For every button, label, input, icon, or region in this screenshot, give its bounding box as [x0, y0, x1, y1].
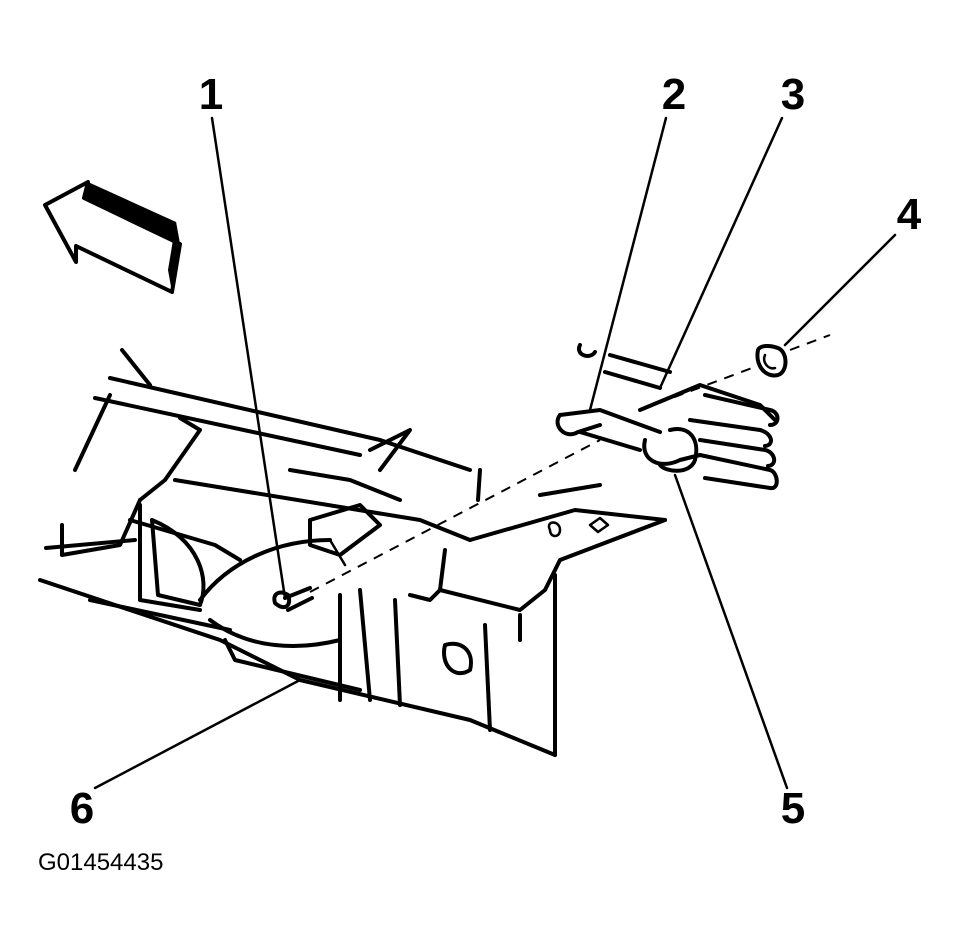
bolt-part: [272, 586, 314, 612]
callout-4: 4: [896, 190, 922, 239]
callout-5: 5: [780, 784, 806, 833]
leader-lines: [93, 116, 897, 790]
frame-structure: [38, 348, 667, 757]
callout-6: 6: [69, 784, 95, 833]
direction-arrow-icon: [43, 180, 182, 294]
callout-1: 1: [198, 70, 224, 119]
pipe-clip-assembly: [555, 343, 788, 491]
figure-id: G01454435: [38, 849, 164, 876]
callout-2: 2: [661, 70, 687, 119]
callout-3: 3: [780, 70, 806, 119]
assembly-dash-lines: [309, 334, 831, 593]
